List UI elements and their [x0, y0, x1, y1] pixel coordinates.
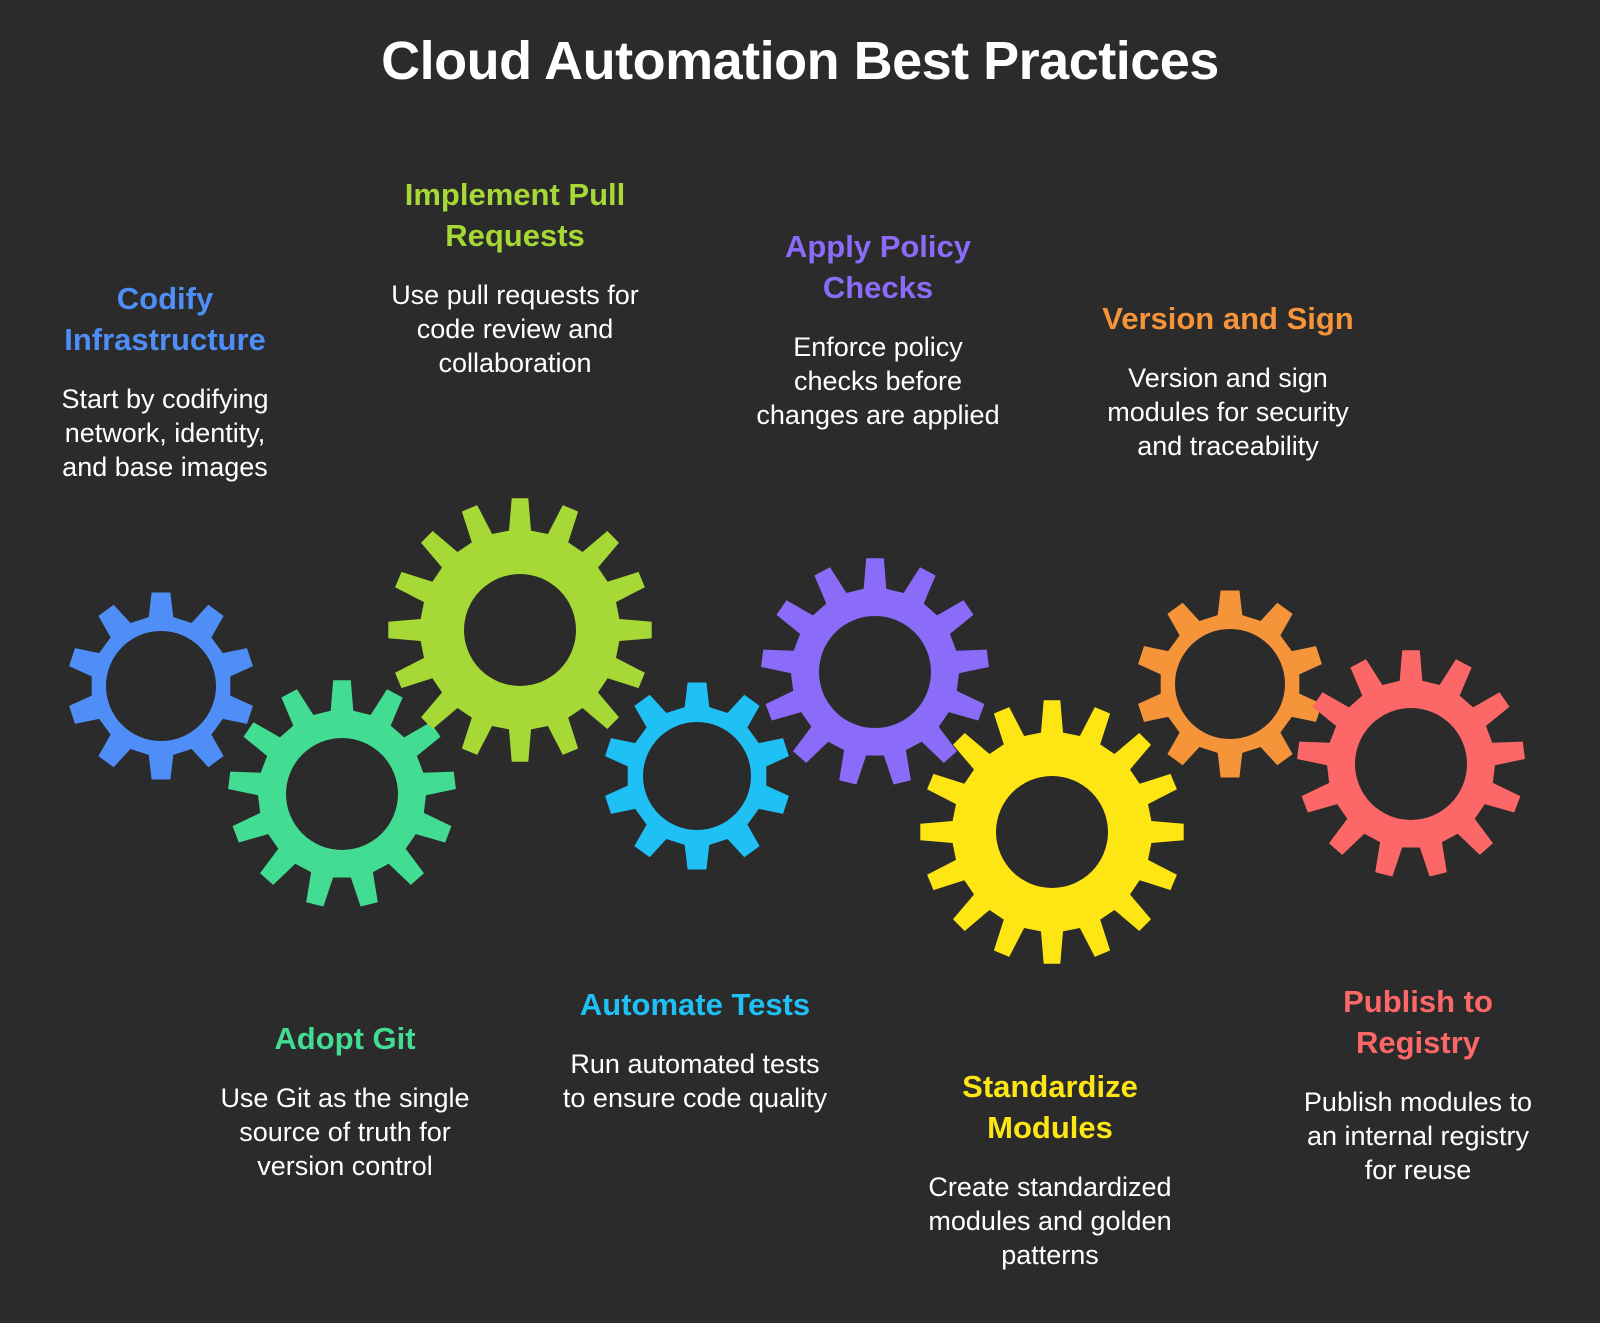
step-adopt-git: Adopt Git Use Git as the single source o…: [195, 1018, 495, 1183]
gear-icon-policy: [761, 558, 989, 785]
gear-icon-pull-requests: [388, 498, 652, 762]
gear-icon-version: [1138, 590, 1322, 778]
step-automate-tests: Automate Tests Run automated tests to en…: [545, 984, 845, 1115]
step-implement-pull-requests: Implement Pull Requests Use pull request…: [365, 174, 665, 380]
step-heading: Automate Tests: [579, 987, 811, 1022]
gear-icon-modules: [920, 700, 1184, 964]
gear-icon-codify: [69, 592, 253, 780]
step-heading: Standardize Modules: [962, 1069, 1138, 1145]
step-description: Enforce policy checks before changes are…: [756, 332, 1000, 430]
step-heading: Publish to Registry: [1343, 984, 1493, 1060]
step-description: Version and sign modules for security an…: [1107, 363, 1349, 461]
step-codify-infrastructure: Codify Infrastructure Start by codifying…: [20, 278, 310, 484]
step-version-and-sign: Version and Sign Version and sign module…: [1068, 298, 1388, 463]
gear-icon-git: [228, 680, 456, 907]
page-title: Cloud Automation Best Practices: [381, 31, 1219, 91]
step-description: Publish modules to an internal registry …: [1303, 1087, 1533, 1185]
step-description: Use Git as the single source of truth fo…: [220, 1083, 470, 1181]
step-standardize-modules: Standardize Modules Create standardized …: [900, 1066, 1200, 1272]
step-description: Start by codifying network, identity, an…: [61, 384, 269, 482]
step-description: Run automated tests to ensure code quali…: [562, 1049, 828, 1113]
step-description: Create standardized modules and golden p…: [928, 1172, 1172, 1270]
step-heading: Codify Infrastructure: [64, 281, 266, 357]
step-publish-to-registry: Publish to Registry Publish modules to a…: [1268, 981, 1568, 1187]
step-heading: Implement Pull Requests: [404, 177, 626, 253]
step-heading: Apply Policy Checks: [784, 229, 972, 305]
step-description: Use pull requests for code review and co…: [391, 280, 639, 378]
step-heading: Version and Sign: [1102, 301, 1354, 336]
step-heading: Adopt Git: [274, 1021, 416, 1056]
gear-icon-tests: [605, 682, 789, 870]
step-apply-policy-checks: Apply Policy Checks Enforce policy check…: [728, 226, 1028, 432]
gear-icon-registry: [1297, 650, 1525, 877]
